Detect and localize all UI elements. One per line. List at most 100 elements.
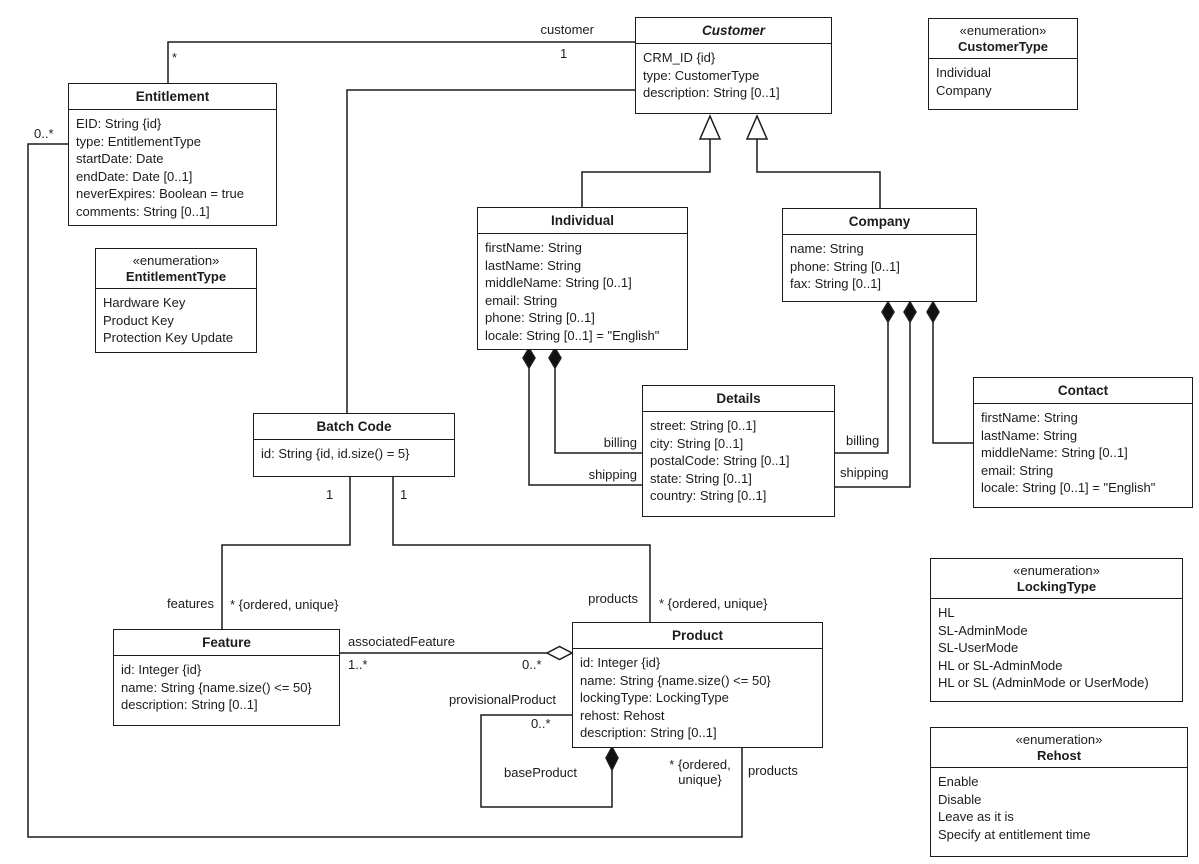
label-batchcode-product-multiplicity: 1	[400, 487, 408, 502]
composition-diamond-icon	[522, 346, 536, 370]
label-associated-feature-role: associatedFeature	[348, 634, 455, 649]
label-features-role: features	[167, 596, 214, 611]
class-title: Company	[783, 209, 976, 235]
generalization-arrow-icon	[745, 114, 769, 140]
label-base-product-role: baseProduct	[504, 765, 577, 780]
label-bottom-products-multiplicity: * {ordered, unique}	[669, 757, 731, 787]
label-entitlement-products-multiplicity: 0..*	[34, 126, 54, 141]
attribute: locale: String [0..1] = "English"	[981, 480, 1156, 495]
attribute: startDate: Date	[76, 151, 164, 166]
attribute-compartment: name: String phone: String [0..1] fax: S…	[783, 235, 976, 298]
attribute: description: String [0..1]	[121, 697, 258, 712]
attribute: type: EntitlementType	[76, 133, 202, 149]
attribute: postalCode: String [0..1]	[650, 453, 790, 468]
enum-literal: SL-AdminMode	[938, 622, 1028, 638]
edge-individual-billing	[554, 366, 642, 454]
edge-company-contact	[932, 320, 973, 444]
enum-literal: Product Key	[103, 312, 174, 328]
edge-company-generalization	[756, 139, 881, 208]
attribute-compartment: CRM_ID {id} type: CustomerType descripti…	[636, 44, 831, 107]
enum-literal: HL	[938, 605, 955, 620]
class-title: Feature	[114, 630, 339, 656]
edge-company-shipping	[835, 320, 911, 488]
enum-literal: HL or SL-AdminMode	[938, 657, 1063, 673]
attribute: state: String [0..1]	[650, 470, 752, 486]
attribute-compartment: street: String [0..1] city: String [0..1…	[643, 412, 834, 510]
label-customer-role: customer	[540, 22, 594, 37]
label-products-multiplicity: * {ordered, unique}	[659, 596, 768, 611]
enum-name: LockingType	[1016, 579, 1097, 594]
label-company-shipping: shipping	[840, 465, 889, 480]
enum-header: «enumeration» Rehost	[931, 728, 1187, 768]
enum-header: «enumeration» LockingType	[931, 559, 1182, 599]
attribute: lastName: String	[981, 427, 1078, 443]
enum-literal: Disable	[938, 791, 982, 807]
edge-entitlement-customer	[167, 41, 635, 83]
class-title: Details	[643, 386, 834, 412]
label-products-role: products	[588, 591, 638, 606]
class-entitlement[interactable]: Entitlement EID: String {id} type: Entit…	[68, 83, 277, 226]
label-bottom-products-role: products	[748, 763, 798, 778]
class-contact[interactable]: Contact firstName: String lastName: Stri…	[973, 377, 1193, 508]
composition-diamond-icon	[605, 745, 619, 772]
class-feature[interactable]: Feature id: Integer {id} name: String {n…	[113, 629, 340, 726]
enum-locking-type[interactable]: «enumeration» LockingType HL SL-AdminMod…	[930, 558, 1183, 702]
label-customer-multiplicity: 1	[560, 46, 568, 61]
attribute: CRM_ID {id}	[643, 50, 716, 65]
enum-entitlement-type[interactable]: «enumeration» EntitlementType Hardware K…	[95, 248, 257, 353]
stereotype-label: «enumeration»	[1013, 563, 1100, 578]
class-individual[interactable]: Individual firstName: String lastName: S…	[477, 207, 688, 350]
enum-customer-type[interactable]: «enumeration» CustomerType Individual Co…	[928, 18, 1078, 110]
edge-product-self	[480, 714, 613, 808]
class-company[interactable]: Company name: String phone: String [0..1…	[782, 208, 977, 302]
enum-header: «enumeration» CustomerType	[929, 19, 1077, 59]
stereotype-label: «enumeration»	[959, 23, 1047, 38]
class-product[interactable]: Product id: Integer {id} name: String {n…	[572, 622, 823, 748]
enum-literal: Specify at entitlement time	[938, 826, 1091, 842]
composition-diamond-icon	[926, 300, 940, 324]
attribute: firstName: String	[981, 410, 1078, 425]
attribute: phone: String [0..1]	[790, 258, 900, 274]
class-batch-code[interactable]: Batch Code id: String {id, id.size() = 5…	[253, 413, 455, 477]
literal-compartment: Hardware Key Product Key Protection Key …	[96, 289, 256, 352]
attribute-compartment: id: String {id, id.size() = 5}	[254, 440, 454, 468]
attribute: fax: String [0..1]	[790, 276, 882, 291]
enum-rehost[interactable]: «enumeration» Rehost Enable Disable Leav…	[930, 727, 1188, 857]
attribute: endDate: Date [0..1]	[76, 168, 193, 184]
edge-batchcode-product	[392, 477, 651, 622]
class-details[interactable]: Details street: String [0..1] city: Stri…	[642, 385, 835, 517]
enum-name: Rehost	[1036, 748, 1082, 763]
attribute: id: Integer {id}	[121, 662, 202, 677]
class-customer[interactable]: Customer CRM_ID {id} type: CustomerType …	[635, 17, 832, 114]
stereotype-label: «enumeration»	[132, 253, 220, 268]
attribute: id: Integer {id}	[580, 655, 661, 670]
enum-literal: SL-UserMode	[938, 640, 1019, 655]
attribute: city: String [0..1]	[650, 435, 744, 451]
attribute: neverExpires: Boolean = true	[76, 186, 245, 201]
attribute: email: String	[485, 292, 558, 308]
literal-compartment: Enable Disable Leave as it is Specify at…	[931, 768, 1187, 848]
edge-batchcode-customer	[346, 89, 635, 413]
enum-name: EntitlementType	[125, 269, 227, 284]
label-features-multiplicity: * {ordered, unique}	[230, 597, 339, 612]
class-title: Entitlement	[69, 84, 276, 110]
label-individual-billing: billing	[603, 435, 637, 450]
attribute: firstName: String	[485, 240, 582, 255]
label-associated-feature-multiplicity: 1..*	[348, 657, 368, 672]
composition-diamond-icon	[548, 346, 562, 370]
enum-literal: Individual	[936, 65, 991, 80]
attribute: type: CustomerType	[643, 67, 760, 83]
aggregation-diamond-icon	[545, 645, 574, 661]
edge-individual-generalization	[581, 139, 711, 207]
composition-diamond-icon	[881, 300, 895, 324]
attribute: email: String	[981, 462, 1054, 478]
attribute-compartment: firstName: String lastName: String middl…	[974, 404, 1192, 502]
edge-individual-shipping	[528, 366, 642, 486]
attribute: locale: String [0..1] = "English"	[485, 327, 660, 343]
stereotype-label: «enumeration»	[1015, 732, 1103, 747]
attribute: name: String {name.size() <= 50}	[580, 672, 771, 688]
enum-header: «enumeration» EntitlementType	[96, 249, 256, 289]
class-title: Contact	[974, 378, 1192, 404]
